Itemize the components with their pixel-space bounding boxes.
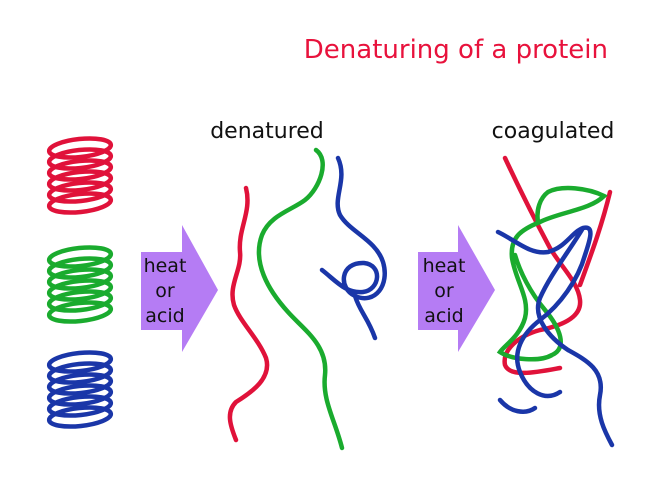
coil-loop	[46, 394, 114, 418]
arrow-1-line-3: acid	[145, 305, 184, 327]
coagulated-blue-strand	[495, 225, 615, 448]
coil-loop	[46, 372, 114, 396]
coil-loop	[46, 267, 114, 291]
arrow-2-line-3: acid	[424, 305, 463, 327]
coagulated-label: coagulated	[492, 119, 615, 144]
coil-loop	[46, 169, 114, 193]
coil-loop	[46, 405, 114, 429]
denatured-label: denatured	[210, 119, 324, 144]
arrow-1-line-1: heat	[144, 255, 187, 277]
coil-loop	[46, 256, 114, 280]
coil-loop	[46, 191, 114, 215]
arrow-1-shape	[141, 225, 218, 352]
coil-loop	[46, 180, 114, 204]
coil-loop	[46, 245, 114, 269]
native-green-protein-coil	[46, 245, 114, 324]
denatured-blue-strand	[319, 155, 387, 341]
arrow-1-line-2: or	[155, 280, 175, 302]
heat-or-acid-arrow-1: heat or acid	[141, 225, 218, 352]
coil-loop	[46, 158, 114, 182]
coil-loop	[46, 300, 114, 324]
coil-loop	[46, 136, 114, 160]
arrow-2-shape	[418, 225, 495, 352]
coil-loop	[46, 361, 114, 385]
arrow-2-line-2: or	[434, 280, 454, 302]
heat-or-acid-arrow-2: heat or acid	[418, 225, 495, 352]
arrow-2-line-1: heat	[423, 255, 466, 277]
coil-loop	[46, 147, 114, 171]
native-red-protein-coil	[46, 136, 114, 215]
native-blue-protein-coil	[46, 350, 114, 429]
diagram-title: Denaturing of a protein	[304, 35, 608, 65]
coil-loop	[46, 278, 114, 302]
coil-loop	[46, 350, 114, 374]
denatured-green-strand	[256, 147, 345, 451]
denatured-red-strand	[227, 185, 270, 443]
coagulated-green-strand	[496, 185, 608, 362]
coil-loop	[46, 383, 114, 407]
coil-loop	[46, 289, 114, 313]
